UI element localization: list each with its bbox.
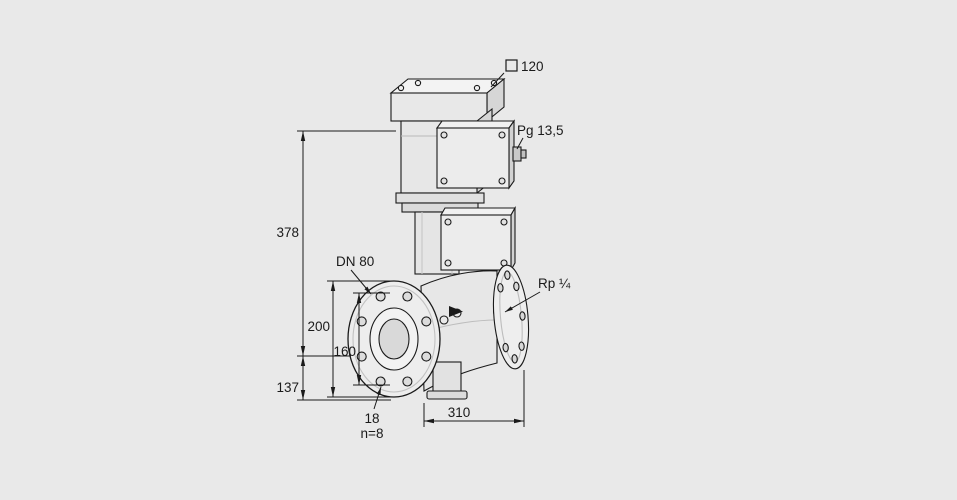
bolt-hole xyxy=(375,376,386,387)
dimension-lines xyxy=(297,72,541,427)
bolt-hole xyxy=(518,341,525,351)
label-378: 378 xyxy=(276,225,299,240)
cover-screw-icon xyxy=(473,84,481,92)
dimension-labels: 120 Pg 13,5 378 DN 80 200 160 137 18 n=8… xyxy=(276,59,571,441)
box-screw-icon xyxy=(500,218,508,226)
flow-direction-arrow-icon xyxy=(449,306,463,317)
label-310: 310 xyxy=(448,405,471,420)
label-160: 160 xyxy=(333,344,356,359)
leader-line-bolt-holes xyxy=(373,386,382,410)
cover-screw-icon xyxy=(397,84,405,92)
bolt-hole xyxy=(421,316,432,327)
actuator-cover xyxy=(389,77,506,123)
label-pg-13-5: Pg 13,5 xyxy=(517,123,564,138)
junction-box-front xyxy=(440,214,512,271)
square-dimension-symbol-icon xyxy=(505,59,518,72)
junction-box-top xyxy=(440,207,516,216)
label-120: 120 xyxy=(521,59,544,74)
cover-screw-icon xyxy=(414,79,422,87)
spigot-foot xyxy=(426,390,468,400)
inlet-flange-bore xyxy=(378,318,410,360)
bottom-spigot xyxy=(426,361,468,400)
label-n8: n=8 xyxy=(361,426,384,441)
inlet-flange-rim xyxy=(352,285,436,393)
box-screw-icon xyxy=(444,218,452,226)
bolt-hole xyxy=(513,281,520,292)
inlet-flange xyxy=(347,280,441,398)
leader-line-rp xyxy=(504,291,541,313)
bolt-hole xyxy=(402,291,413,302)
label-18: 18 xyxy=(364,411,379,426)
bolt-hole xyxy=(502,342,509,353)
bolt-hole xyxy=(511,354,518,364)
box-screw-icon xyxy=(498,131,506,139)
bolt-hole xyxy=(497,283,504,293)
leader-line-120 xyxy=(490,72,505,88)
junction-box-lower xyxy=(440,205,516,273)
cable-gland xyxy=(512,146,522,162)
cable-gland-tip xyxy=(520,149,527,159)
box-screw-icon xyxy=(440,177,448,185)
box-screw-icon xyxy=(498,177,506,185)
spigot-cylinder xyxy=(432,361,462,393)
box-screw-icon xyxy=(440,131,448,139)
valve-assembly xyxy=(347,77,530,400)
adapter-plate-upper xyxy=(395,192,485,204)
junction-box-front xyxy=(436,127,510,189)
cover-front-face xyxy=(390,92,488,122)
bolt-hole xyxy=(519,311,526,321)
junction-box-top xyxy=(435,120,516,129)
cover-top-face xyxy=(389,78,506,94)
leader-line-dn80 xyxy=(350,269,372,295)
outlet-flange xyxy=(492,264,530,370)
junction-box-side xyxy=(510,205,516,273)
label-200: 200 xyxy=(307,319,330,334)
label-137: 137 xyxy=(276,380,299,395)
bolt-hole xyxy=(504,270,511,280)
bolt-hole xyxy=(375,291,386,302)
bonnet-bolt-icon xyxy=(439,315,449,325)
bolt-hole xyxy=(402,376,413,387)
box-screw-icon xyxy=(444,259,452,267)
label-dn-80: DN 80 xyxy=(336,254,374,269)
bolt-hole xyxy=(421,351,432,362)
label-rp-quarter: Rp ¼ xyxy=(538,276,571,291)
leader-line-pg xyxy=(516,137,524,150)
junction-box-upper xyxy=(435,119,527,190)
